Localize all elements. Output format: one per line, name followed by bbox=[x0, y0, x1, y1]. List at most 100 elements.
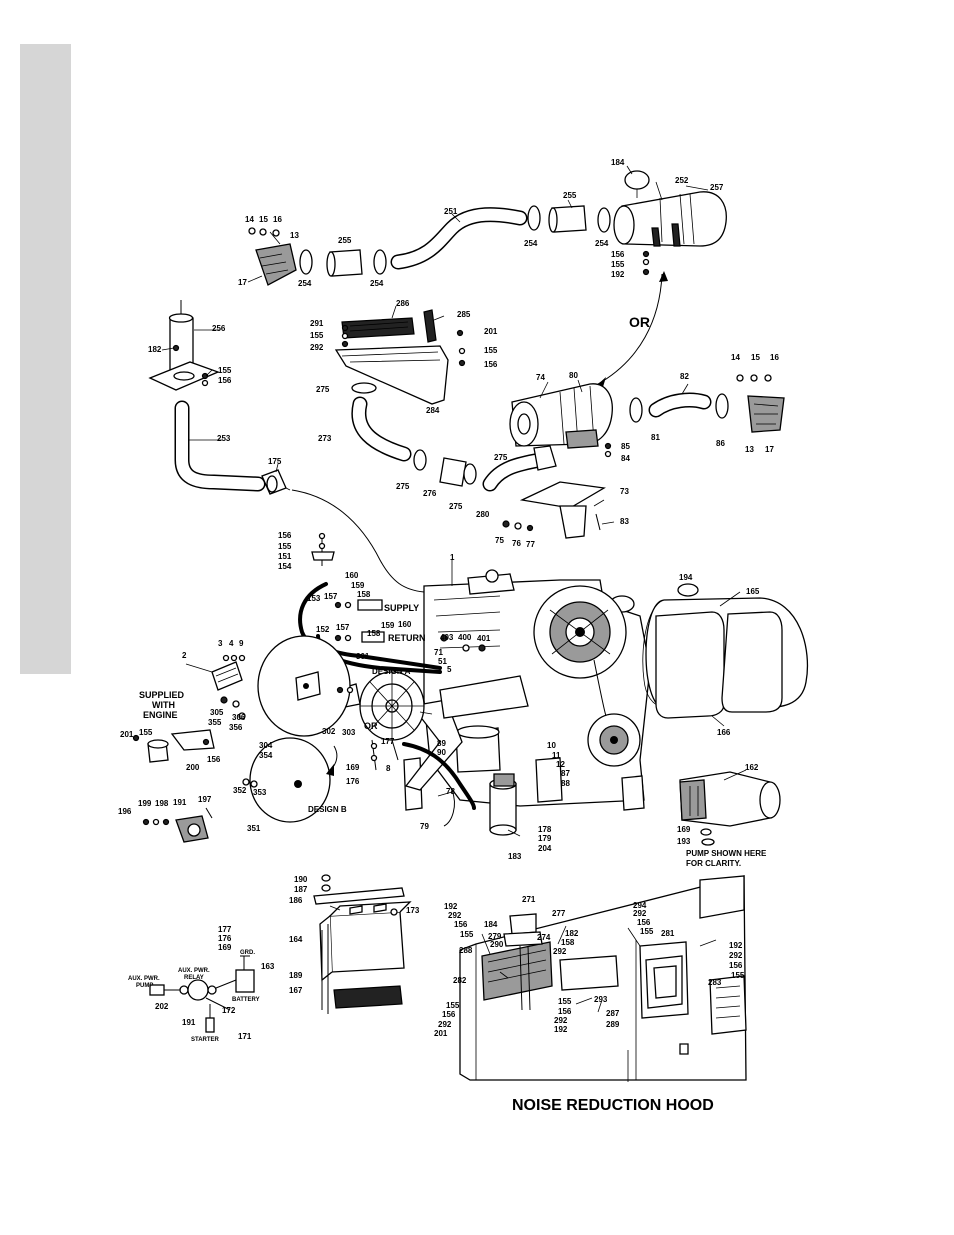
callout: 79 bbox=[420, 822, 429, 831]
callout: 12 bbox=[556, 760, 565, 769]
callout: 74 bbox=[536, 373, 545, 382]
callout: 292 bbox=[553, 947, 567, 956]
filter-element-286 bbox=[341, 317, 415, 339]
callout: 83 bbox=[620, 517, 629, 526]
supply-fitting bbox=[357, 599, 383, 611]
callout: 280 bbox=[476, 510, 490, 519]
callout: 157 bbox=[336, 623, 350, 632]
callout: 287 bbox=[606, 1009, 620, 1018]
callout: 255 bbox=[338, 236, 352, 245]
return-fitting bbox=[361, 631, 385, 643]
callout: 176 bbox=[346, 777, 360, 786]
intake-elbow-17 bbox=[255, 243, 297, 286]
callout: 192 bbox=[611, 270, 625, 279]
callout: 158 bbox=[561, 938, 575, 947]
callout: 156 bbox=[278, 531, 292, 540]
callout: 351 bbox=[247, 824, 261, 833]
callout: 84 bbox=[621, 454, 630, 463]
callout: 156 bbox=[442, 1010, 456, 1019]
callout: 276 bbox=[423, 489, 437, 498]
filter-283 bbox=[709, 975, 747, 1035]
engine-assembly bbox=[285, 487, 651, 836]
callout: 355 bbox=[208, 718, 222, 727]
callout: 202 bbox=[155, 1002, 169, 1011]
callout: 155 bbox=[731, 971, 745, 980]
callout: 156 bbox=[637, 918, 651, 927]
callout: 192 bbox=[554, 1025, 568, 1034]
fuel-filter-183 bbox=[489, 783, 517, 831]
nut-16 bbox=[272, 229, 280, 237]
callout: 9 bbox=[239, 639, 244, 648]
aux-relay-label-1: AUX. PWR. bbox=[178, 968, 210, 974]
callout: 197 bbox=[198, 795, 212, 804]
battery-group bbox=[313, 874, 412, 1014]
bolt-14 bbox=[248, 227, 256, 235]
flywheel-group bbox=[211, 635, 399, 823]
clamp-275b bbox=[533, 445, 557, 471]
callout: 179 bbox=[538, 834, 552, 843]
callout: 155 bbox=[484, 346, 498, 355]
exhaust-cap-271 bbox=[509, 913, 537, 935]
callout: 277 bbox=[552, 909, 566, 918]
supplied-parts-group bbox=[132, 729, 215, 843]
callout: 254 bbox=[524, 239, 538, 248]
callout: 189 bbox=[289, 971, 303, 980]
battery-tray-167 bbox=[333, 985, 403, 1009]
precleaner-stack-group bbox=[148, 300, 287, 495]
callout: 155 bbox=[611, 260, 625, 269]
callout: 156 bbox=[558, 1007, 572, 1016]
callout: 283 bbox=[708, 978, 722, 987]
callout: 156 bbox=[611, 250, 625, 259]
supply-label: SUPPLY bbox=[384, 603, 419, 613]
clip-hardware-group bbox=[311, 532, 335, 566]
callout: 155 bbox=[640, 927, 654, 936]
callout: 17 bbox=[765, 445, 774, 454]
bracket-73 bbox=[519, 481, 606, 509]
pump-note-2: FOR CLARITY. bbox=[686, 859, 741, 868]
callout: 191 bbox=[182, 1018, 196, 1027]
callout: 401 bbox=[477, 634, 491, 643]
callout: 157 bbox=[324, 592, 338, 601]
callout: 403 bbox=[440, 633, 454, 642]
clamp-81 bbox=[629, 397, 643, 423]
callout: 303 bbox=[342, 728, 356, 737]
pump-162-group bbox=[679, 771, 781, 846]
callout: 292 bbox=[310, 343, 324, 352]
callout: 253 bbox=[217, 434, 231, 443]
callout: 13 bbox=[745, 445, 754, 454]
aux-pump-label-2: PUMP bbox=[136, 983, 153, 989]
callout: 184 bbox=[611, 158, 625, 167]
callout: 14 bbox=[731, 353, 740, 362]
callout: 169 bbox=[218, 943, 232, 952]
design-b-label: DESIGN B bbox=[308, 805, 347, 814]
callout: 155 bbox=[558, 997, 572, 1006]
callout: 155 bbox=[278, 542, 292, 551]
callout: 194 bbox=[679, 573, 693, 582]
grd-label: GRD. bbox=[240, 950, 255, 956]
callout: 10 bbox=[547, 741, 556, 750]
noise-hood-group bbox=[459, 875, 747, 1082]
callout: 204 bbox=[538, 844, 552, 853]
callout: 304 bbox=[259, 741, 273, 750]
aux-relay bbox=[187, 979, 209, 1001]
supplied-label-3: ENGINE bbox=[143, 710, 178, 720]
flywheel-design-b-351 bbox=[249, 737, 331, 823]
battery-symbol bbox=[235, 969, 255, 993]
callout: 198 bbox=[155, 799, 169, 808]
callout: 184 bbox=[484, 920, 498, 929]
callout: 353 bbox=[253, 788, 267, 797]
callout: 251 bbox=[444, 207, 458, 216]
band-74 bbox=[565, 429, 599, 449]
design-a-label: DESIGN A bbox=[372, 667, 411, 676]
callout: 284 bbox=[426, 406, 440, 415]
callout: 200 bbox=[186, 763, 200, 772]
hold-down-186 bbox=[313, 887, 405, 905]
callout: 156 bbox=[484, 360, 498, 369]
callout: 354 bbox=[259, 751, 273, 760]
battery-label: BATTERY bbox=[232, 997, 260, 1003]
callout: 191 bbox=[173, 798, 187, 807]
clamp-254c bbox=[527, 205, 541, 231]
callout: 75 bbox=[495, 536, 504, 545]
starter-label: STARTER bbox=[191, 1037, 220, 1043]
leader-lines bbox=[161, 165, 747, 1013]
